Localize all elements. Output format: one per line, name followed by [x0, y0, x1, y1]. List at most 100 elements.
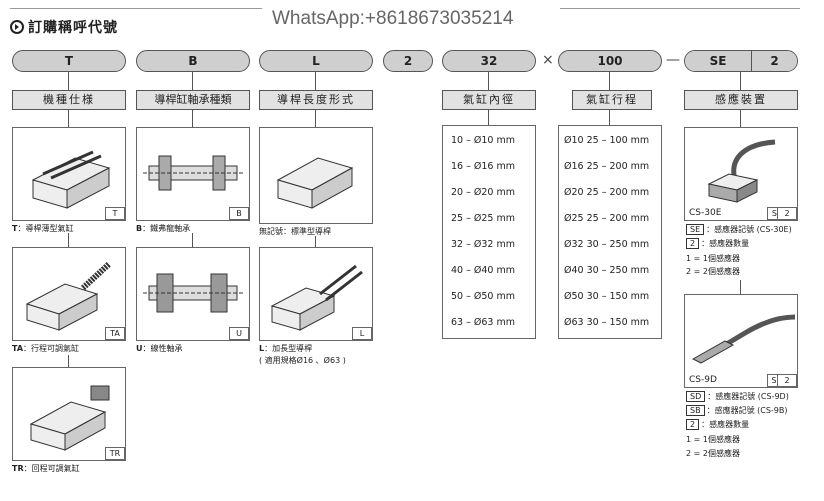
- top-rule-right: [560, 8, 800, 9]
- sensor1-count: 2 = 2個感應器: [686, 267, 740, 276]
- bore-dash: –: [466, 317, 471, 328]
- connector: [488, 71, 489, 90]
- caption-u-code: U: [136, 344, 143, 353]
- image-panel-l: L: [259, 247, 373, 341]
- code-pill-number: 2: [383, 50, 433, 72]
- sensor2-count: 1 = 1個感應器: [686, 435, 740, 444]
- code-pill-type: T: [12, 50, 126, 72]
- bearing-u-illustration: [143, 273, 243, 313]
- stroke-range: 25 – 200 mm: [586, 187, 650, 198]
- image-panel-cs30e: CS-30E SE 2: [684, 127, 798, 221]
- bore-row: 25 – Ø25 mm: [451, 213, 515, 224]
- image-panel-cs9d: CS-9D SD 2: [684, 294, 798, 388]
- caption-u-desc: ：線性軸承: [142, 344, 183, 353]
- sensor2-box: 2: [686, 419, 700, 430]
- bore-code: 50: [451, 291, 464, 302]
- bore-diameter: Ø16: [473, 161, 494, 172]
- caption-tr-code: TR: [12, 464, 24, 473]
- label-sensor: 感應裝置: [684, 90, 798, 110]
- caption-tr-desc: ：回程可調氣缸: [23, 464, 80, 473]
- stroke-range: 25 – 200 mm: [586, 161, 650, 172]
- connector: [192, 233, 193, 247]
- long-rod-illustration: [270, 264, 363, 331]
- connector: [488, 109, 489, 125]
- connector: [192, 71, 193, 90]
- sensor2-text: ：感應器記號 (CS-9B): [706, 406, 788, 415]
- bore-row: 40 – Ø40 mm: [451, 265, 515, 276]
- bore-code: 10: [451, 135, 464, 146]
- dash-sign: —: [666, 52, 680, 68]
- times-sign: ×: [542, 52, 554, 68]
- caption-u: U：線性軸承: [136, 343, 183, 354]
- caption-b-code: B: [136, 224, 143, 233]
- sensor2-line: SB：感應器記號 (CS-9B): [686, 405, 788, 416]
- bore-unit: mm: [496, 239, 516, 250]
- connector: [740, 71, 741, 90]
- bore-diameter: Ø32: [473, 239, 494, 250]
- sensor2-box: SB: [686, 405, 705, 416]
- stroke-bore: Ø63: [564, 317, 584, 328]
- tag-b: B: [229, 207, 249, 220]
- bore-diameter: Ø50: [473, 291, 494, 302]
- connector: [609, 109, 610, 125]
- bore-dash: –: [466, 135, 471, 146]
- sensor2-line: SD：感應器記號 (CS-9D): [686, 391, 789, 402]
- connector: [315, 71, 316, 90]
- stroke-row: Ø20 25 – 200 mm: [564, 187, 649, 198]
- stroke-range: 30 – 150 mm: [586, 317, 650, 328]
- connector: [315, 236, 316, 247]
- stroke-row: Ø25 25 – 200 mm: [564, 213, 649, 224]
- caption-b: B：鐵弗龍軸承: [136, 223, 190, 234]
- caption-ta-code: TA: [12, 344, 24, 353]
- tag-sd-count: 2: [777, 374, 797, 387]
- caption-ta: TA：行程可調氣缸: [12, 343, 79, 354]
- bore-code: 16: [451, 161, 464, 172]
- connector: [609, 71, 610, 90]
- image-panel-t: T: [12, 127, 126, 221]
- image-panel-b: B: [136, 127, 250, 221]
- connector: [192, 109, 193, 127]
- sensor2-text: ：感應器記號 (CS-9D): [707, 392, 789, 401]
- stroke-range: 30 – 250 mm: [586, 239, 650, 250]
- play-circle-icon: [10, 20, 24, 34]
- connector: [68, 71, 69, 90]
- bore-row: 32 – Ø32 mm: [451, 239, 515, 250]
- bore-row: 10 – Ø10 mm: [451, 135, 515, 146]
- stroke-range: 25 – 100 mm: [586, 135, 650, 146]
- sensor1-text: ：感應器記號 (CS-30E): [706, 225, 792, 234]
- label-bearing-type: 導桿缸軸承種類: [136, 90, 250, 110]
- stroke-row: Ø40 30 – 250 mm: [564, 265, 649, 276]
- tag-t: T: [105, 207, 125, 220]
- stroke-range: 30 – 250 mm: [586, 265, 650, 276]
- code-pill-sensor-count: 2: [770, 54, 779, 68]
- stroke-list: Ø10 25 – 100 mm Ø16 25 – 200 mm Ø20 25 –…: [558, 125, 662, 339]
- sensor-model-cs9d: CS-9D: [689, 375, 717, 385]
- stroke-bore: Ø40: [564, 265, 584, 276]
- caption-standard: 無記號：標準型導桿: [259, 227, 331, 236]
- bore-diameter: Ø25: [473, 213, 494, 224]
- code-pill-sensor-bg: [685, 51, 797, 71]
- label-model-type: 機種仕様: [12, 90, 126, 110]
- image-panel-u: U: [136, 247, 250, 341]
- stroke-row: Ø10 25 – 100 mm: [564, 135, 649, 146]
- page-title: 訂購稱呼代號: [10, 17, 118, 37]
- caption-t-code: T: [12, 224, 18, 233]
- bore-row: 16 – Ø16 mm: [451, 161, 515, 172]
- sensor1-count: 1 = 1個感應器: [686, 254, 740, 263]
- stroke-bore: Ø10: [564, 135, 584, 146]
- tag-l: L: [352, 327, 372, 340]
- connector: [315, 109, 316, 127]
- page-title-text: 訂購稱呼代號: [28, 20, 118, 36]
- caption-l-code: L: [259, 344, 265, 353]
- cylinder-ta-illustration: [25, 261, 112, 331]
- bore-unit: mm: [496, 317, 516, 328]
- bore-unit: mm: [496, 265, 516, 276]
- bore-row: 20 – Ø20 mm: [451, 187, 515, 198]
- caption-ta-desc: ：行程可調氣缸: [23, 344, 80, 353]
- sensor2-text: ：感應器數量: [701, 420, 750, 429]
- bore-diameter: Ø10: [473, 135, 494, 146]
- caption-t: T：導桿薄型氣缸: [12, 223, 73, 234]
- bore-diameter: Ø40: [473, 265, 494, 276]
- bore-unit: mm: [496, 187, 516, 198]
- bore-unit: mm: [496, 213, 516, 224]
